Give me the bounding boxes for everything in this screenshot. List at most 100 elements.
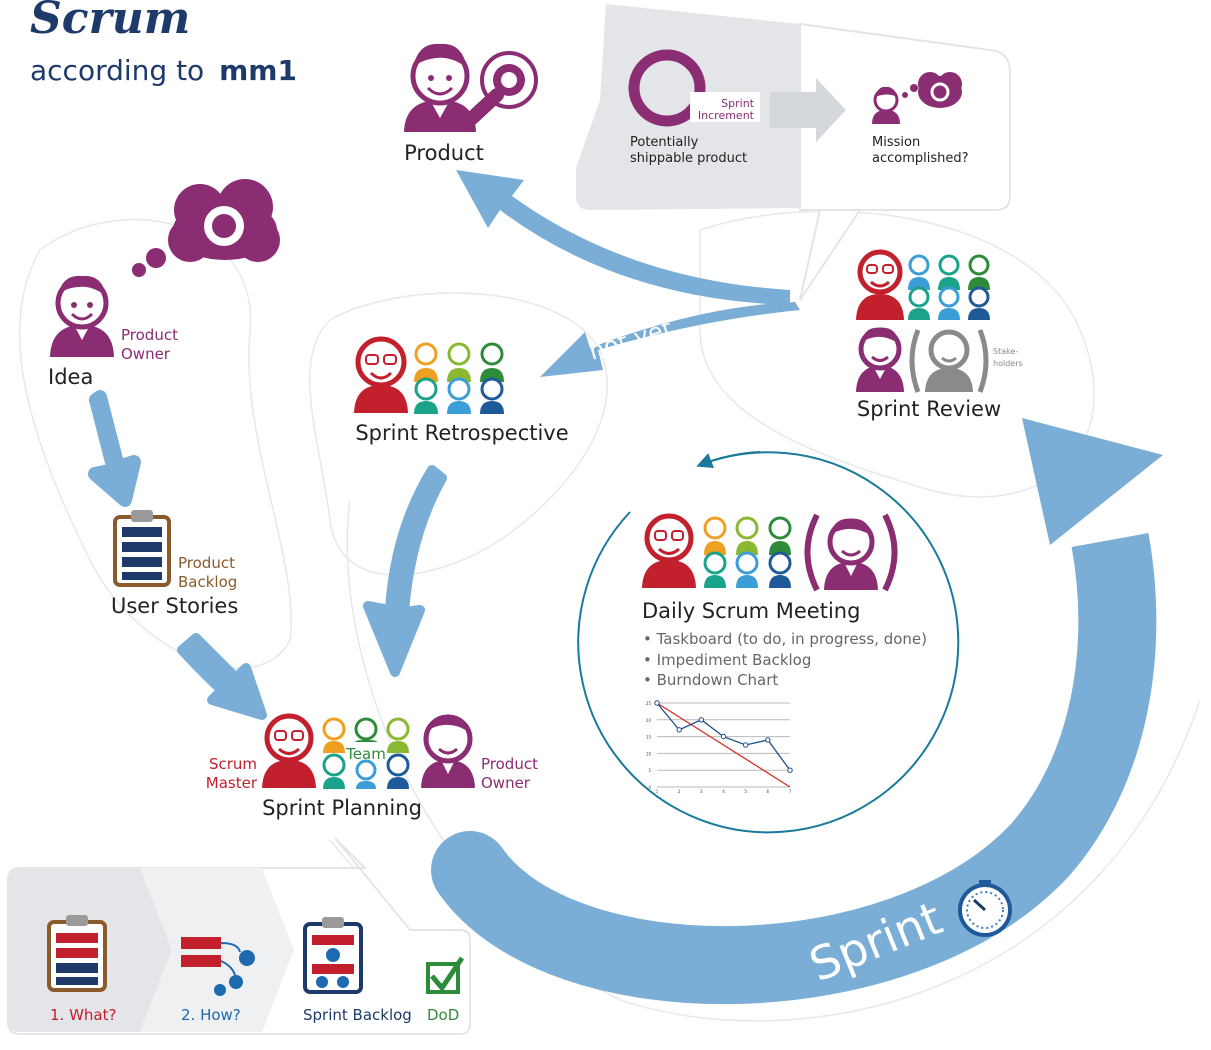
idea-thought-cloud [132, 179, 280, 277]
sprint-backlog-icon [303, 917, 363, 994]
yes-arrow [456, 170, 790, 305]
not-yet-arrow [540, 302, 800, 377]
retrospective-label: Sprint Retrospective [355, 421, 568, 445]
dod-check-icon [426, 956, 465, 994]
daily-team-avatars [703, 516, 792, 588]
backlog-section: Product Backlog User Stories [111, 510, 238, 618]
how-label: 2. How? [181, 1006, 241, 1024]
increment-callout: Sprint Increment Potentially shippable p… [576, 4, 1011, 301]
stakeholders-label-2: holders [993, 359, 1023, 368]
product-owner-avatar [404, 43, 504, 132]
increment-label-1: Sprint [721, 97, 755, 110]
burndown-x-tick: 6 [767, 789, 770, 794]
review-product-owner-avatar [856, 327, 904, 392]
burndown-x-tick: 1 [656, 789, 659, 794]
dod-label: DoD [427, 1006, 459, 1024]
how-breakdown-icon [181, 937, 255, 996]
burndown-point [787, 767, 793, 773]
planning-scrum-master-avatar [262, 713, 316, 788]
burndown-point [698, 717, 705, 723]
mission-thought-cloud [918, 72, 962, 108]
potential-text-2: shippable product [630, 151, 747, 166]
planning-scrum-master-label-1: Scrum [209, 755, 257, 773]
daily-scrum-section: Daily Scrum Meeting • Taskboard (to do, … [577, 451, 960, 834]
backlog-to-planning-arrow [177, 633, 267, 720]
burndown-point [654, 700, 660, 706]
mission-text-1: Mission [872, 135, 920, 150]
idea-to-backlog-arrow [88, 390, 141, 507]
planning-product-owner-avatar [421, 714, 475, 788]
daily-item-impediment: • Impediment Backlog [643, 651, 811, 669]
burndown-chart: 25 20 15 10 5 01 2 3 4 5 6 7 [646, 700, 793, 794]
page-subtitle: according to mm1 [30, 54, 297, 87]
daily-cycle-circle [577, 451, 960, 834]
daily-title: Daily Scrum Meeting [642, 599, 860, 623]
review-section: Stake- holders Sprint Review [856, 249, 1023, 421]
sprint-backlog-label: Sprint Backlog [303, 1006, 412, 1024]
idea-label: Idea [48, 365, 93, 389]
potential-text-1: Potentially [630, 135, 699, 150]
clipboard-icon [113, 510, 171, 587]
burndown-y-tick: 15 [646, 735, 652, 740]
burndown-x-tick: 7 [789, 789, 792, 794]
product-section: Product [404, 43, 538, 165]
idea-product-owner-avatar [50, 275, 114, 357]
burndown-y-tick: 10 [646, 751, 652, 756]
planning-team-avatars [322, 717, 410, 789]
planning-section: Team Scrum Master Product Owner Sprint P… [206, 713, 538, 820]
daily-product-owner-avatar [804, 513, 898, 592]
review-label: Sprint Review [857, 397, 1001, 421]
retro-scrum-master-avatar [354, 336, 408, 413]
burndown-point [676, 727, 682, 733]
planning-team-label: Team [345, 745, 386, 763]
burndown-y-tick: 20 [646, 718, 652, 723]
retro-team-avatars [414, 342, 504, 414]
burndown-x-tick: 3 [700, 789, 703, 794]
brand-name: mm1 [219, 54, 297, 87]
not-yet-label: not yet [586, 314, 676, 366]
product-target-icon [480, 51, 538, 109]
burndown-point [765, 737, 771, 743]
burndown-x-tick: 4 [722, 789, 725, 794]
sprint-cycle-arrow: Sprint [431, 418, 1163, 1005]
mission-text-2: accomplished? [872, 151, 969, 166]
subtitle-prefix: according to [30, 54, 204, 87]
burndown-x-tick: 2 [678, 789, 681, 794]
planning-steps-panel: 1. What? 2. How? Sprint Backlog DoD [7, 837, 471, 1035]
what-clipboard-icon [47, 915, 107, 992]
what-label: 1. What? [50, 1006, 116, 1024]
retrospective-section: Sprint Retrospective [354, 336, 569, 445]
idea-section: Product Owner Idea [48, 179, 280, 389]
mission-avatar [872, 84, 918, 124]
review-team-avatars [908, 254, 990, 320]
product-label: Product [404, 141, 484, 165]
burndown-y-tick: 0 [648, 785, 651, 790]
backlog-label: User Stories [111, 594, 238, 618]
planning-product-owner-label-1: Product [481, 755, 538, 773]
burndown-point [742, 742, 749, 748]
stakeholder-avatar [909, 329, 989, 393]
daily-item-burndown: • Burndown Chart [643, 671, 778, 689]
page-title: Scrum [30, 0, 190, 44]
planning-product-owner-label-2: Owner [481, 774, 531, 792]
review-scrum-master-avatar [856, 249, 904, 320]
stopwatch-icon [958, 880, 1012, 937]
daily-scrum-master-avatar [642, 513, 696, 588]
planning-scrum-master-label-2: Master [206, 774, 258, 792]
burndown-ideal-line [656, 702, 791, 788]
burndown-y-tick: 5 [648, 768, 651, 773]
sprint-increment-ring [628, 49, 760, 127]
burndown-y-tick: 25 [646, 701, 652, 706]
backlog-role-1: Product [178, 554, 235, 572]
burndown-point [720, 733, 727, 740]
idea-role-1: Product [121, 326, 178, 344]
daily-item-taskboard: • Taskboard (to do, in progress, done) [643, 630, 927, 648]
backlog-role-2: Backlog [178, 573, 237, 591]
retro-to-planning-arrow [363, 465, 447, 677]
idea-role-2: Owner [121, 345, 171, 363]
increment-label-2: Increment [698, 109, 755, 122]
burndown-x-tick: 5 [744, 789, 747, 794]
increment-to-mission-arrow [770, 78, 846, 142]
planning-label: Sprint Planning [262, 796, 422, 820]
stakeholders-label-1: Stake- [993, 347, 1018, 356]
